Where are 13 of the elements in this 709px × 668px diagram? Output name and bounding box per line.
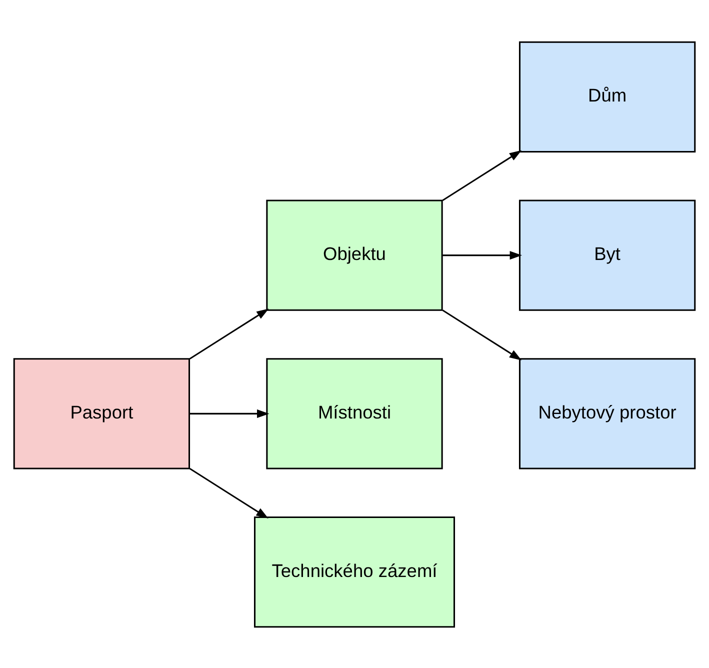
node-box: Nebytový prostor — [518, 358, 696, 469]
arrow — [442, 150, 522, 200]
node-box: Dům — [518, 40, 696, 152]
node-box: Byt — [518, 199, 696, 310]
node-box: Místnosti — [266, 358, 443, 469]
arrow — [189, 468, 268, 518]
arrow — [442, 250, 522, 260]
arrow — [442, 309, 522, 360]
node-box: Objektu — [266, 199, 443, 310]
node-box: Pasport — [13, 358, 190, 469]
arrow — [190, 408, 270, 418]
arrow — [189, 308, 269, 359]
node-box: Technického zázemí — [254, 516, 456, 628]
